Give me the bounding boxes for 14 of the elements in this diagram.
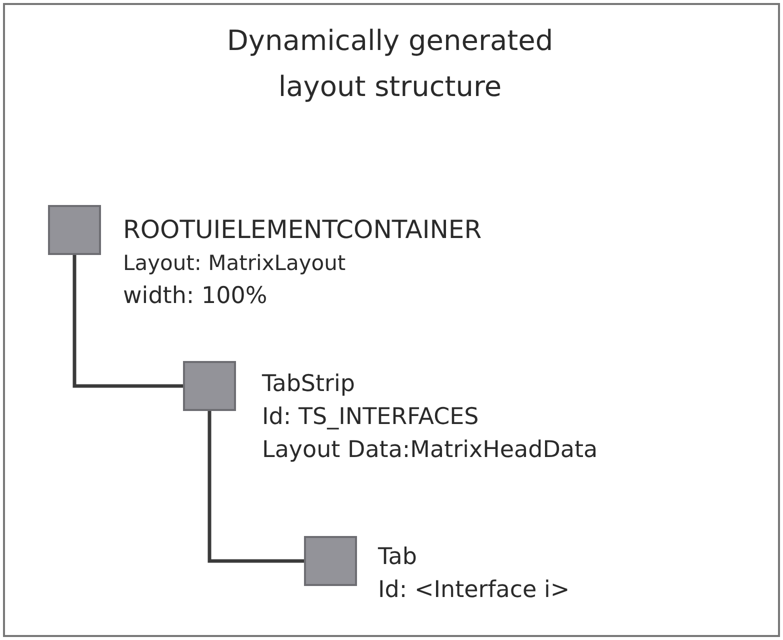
tree-node-square (183, 361, 236, 411)
tree-node-square (304, 536, 357, 586)
element-name: Tab (378, 543, 417, 572)
element-property: Layout Data:MatrixHeadData (262, 436, 598, 465)
diagram-title: Dynamically generated layout structure (226, 23, 554, 105)
tree-connector (72, 255, 183, 388)
tree-connector (208, 411, 304, 563)
element-property: Layout: MatrixLayout (123, 250, 346, 277)
element-name: TabStrip (262, 370, 355, 399)
element-name: ROOTUIELEMENTCONTAINER (123, 214, 482, 246)
element-property: Id: TS_INTERFACES (262, 403, 479, 432)
element-property: Id: <Interface i> (378, 576, 570, 605)
element-property: width: 100% (123, 282, 268, 311)
tree-node-square (48, 205, 101, 255)
